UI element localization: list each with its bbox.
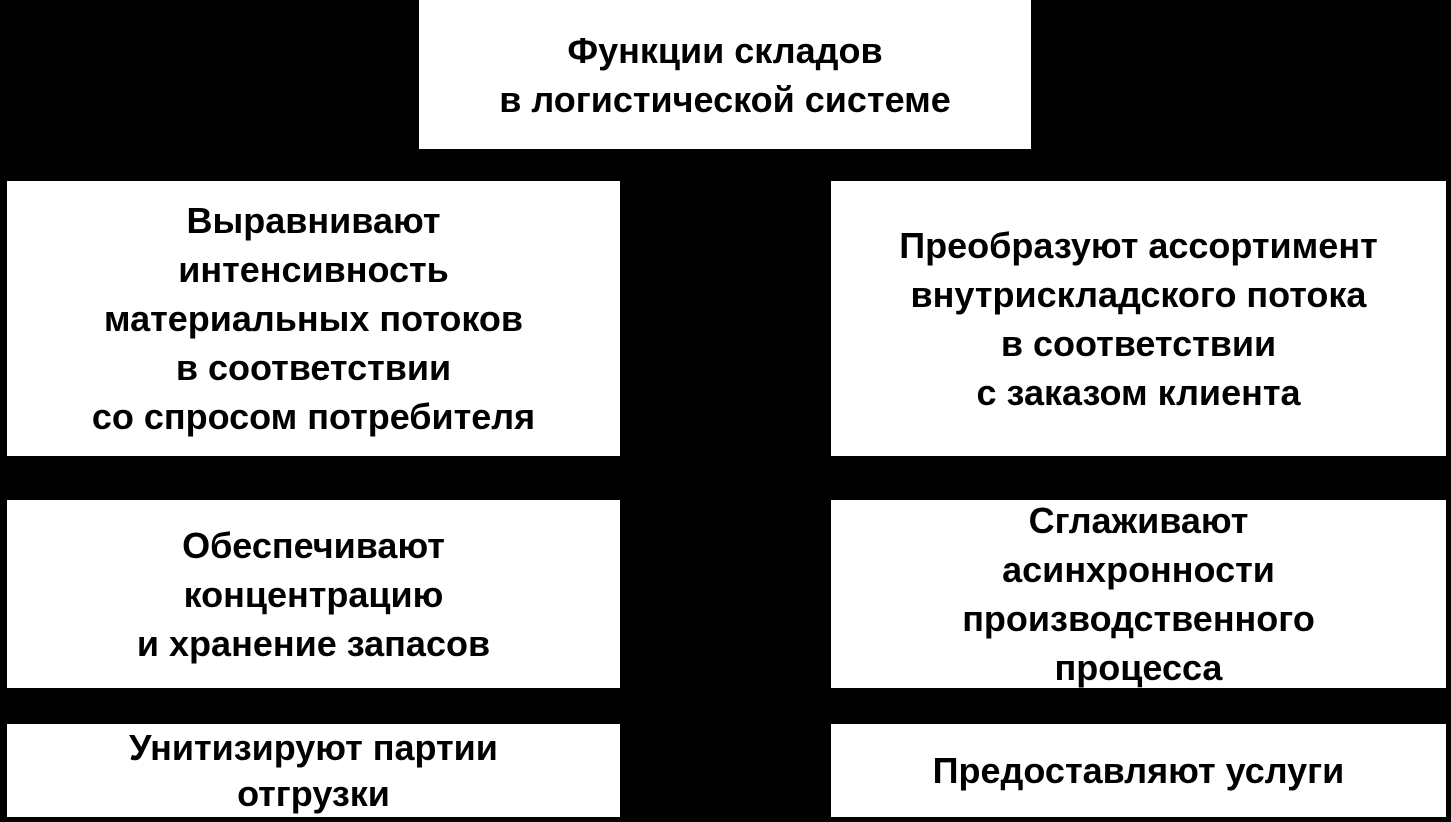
function-box-provide-services: Предоставляют услуги [831, 724, 1446, 817]
function-text-line: внутрискладского потока [910, 273, 1367, 315]
function-text-line: Обеспечивают [182, 524, 445, 566]
function-box-concentration-storage: Обеспечивают концентрацию и хранение зап… [7, 500, 620, 688]
function-text-line: со спросом потребителя [91, 396, 536, 437]
function-text-line: концентрацию [183, 573, 444, 615]
function-text-line: интенсивность [178, 249, 449, 290]
function-text-line: Выравнивают [186, 200, 441, 241]
title-line: Функции складов [567, 29, 883, 71]
function-box-smooth-asynchrony: Сглаживают асинхронности производственно… [831, 500, 1446, 688]
function-text-line: Предоставляют услуги [932, 750, 1345, 791]
function-text-line: Унитизируют партии [129, 726, 498, 768]
diagram-title-box: Функции складов в логистической системе [419, 0, 1031, 149]
function-text-line: Сглаживают [1028, 500, 1249, 541]
function-text-line: в соответствии [175, 347, 452, 388]
function-text-line: с заказом клиента [976, 371, 1301, 413]
function-text-line: процесса [1054, 647, 1223, 688]
function-box-balance-flows: Выравнивают интенсивность материальных п… [7, 181, 620, 456]
function-text-line: Преобразуют ассортимент [899, 224, 1378, 266]
function-box-unitize-shipments: Унитизируют партии отгрузки [7, 724, 620, 817]
function-text-line: материальных потоков [103, 298, 524, 339]
function-text-line: отгрузки [237, 772, 390, 814]
function-text-line: и хранение запасов [136, 622, 491, 664]
function-text-line: в соответствии [1000, 322, 1277, 364]
title-line: в логистической системе [499, 78, 951, 120]
function-text-line: асинхронности [1002, 549, 1275, 590]
function-box-transform-assortment: Преобразуют ассортимент внутрискладского… [831, 181, 1446, 456]
function-text-line: производственного [962, 598, 1315, 639]
